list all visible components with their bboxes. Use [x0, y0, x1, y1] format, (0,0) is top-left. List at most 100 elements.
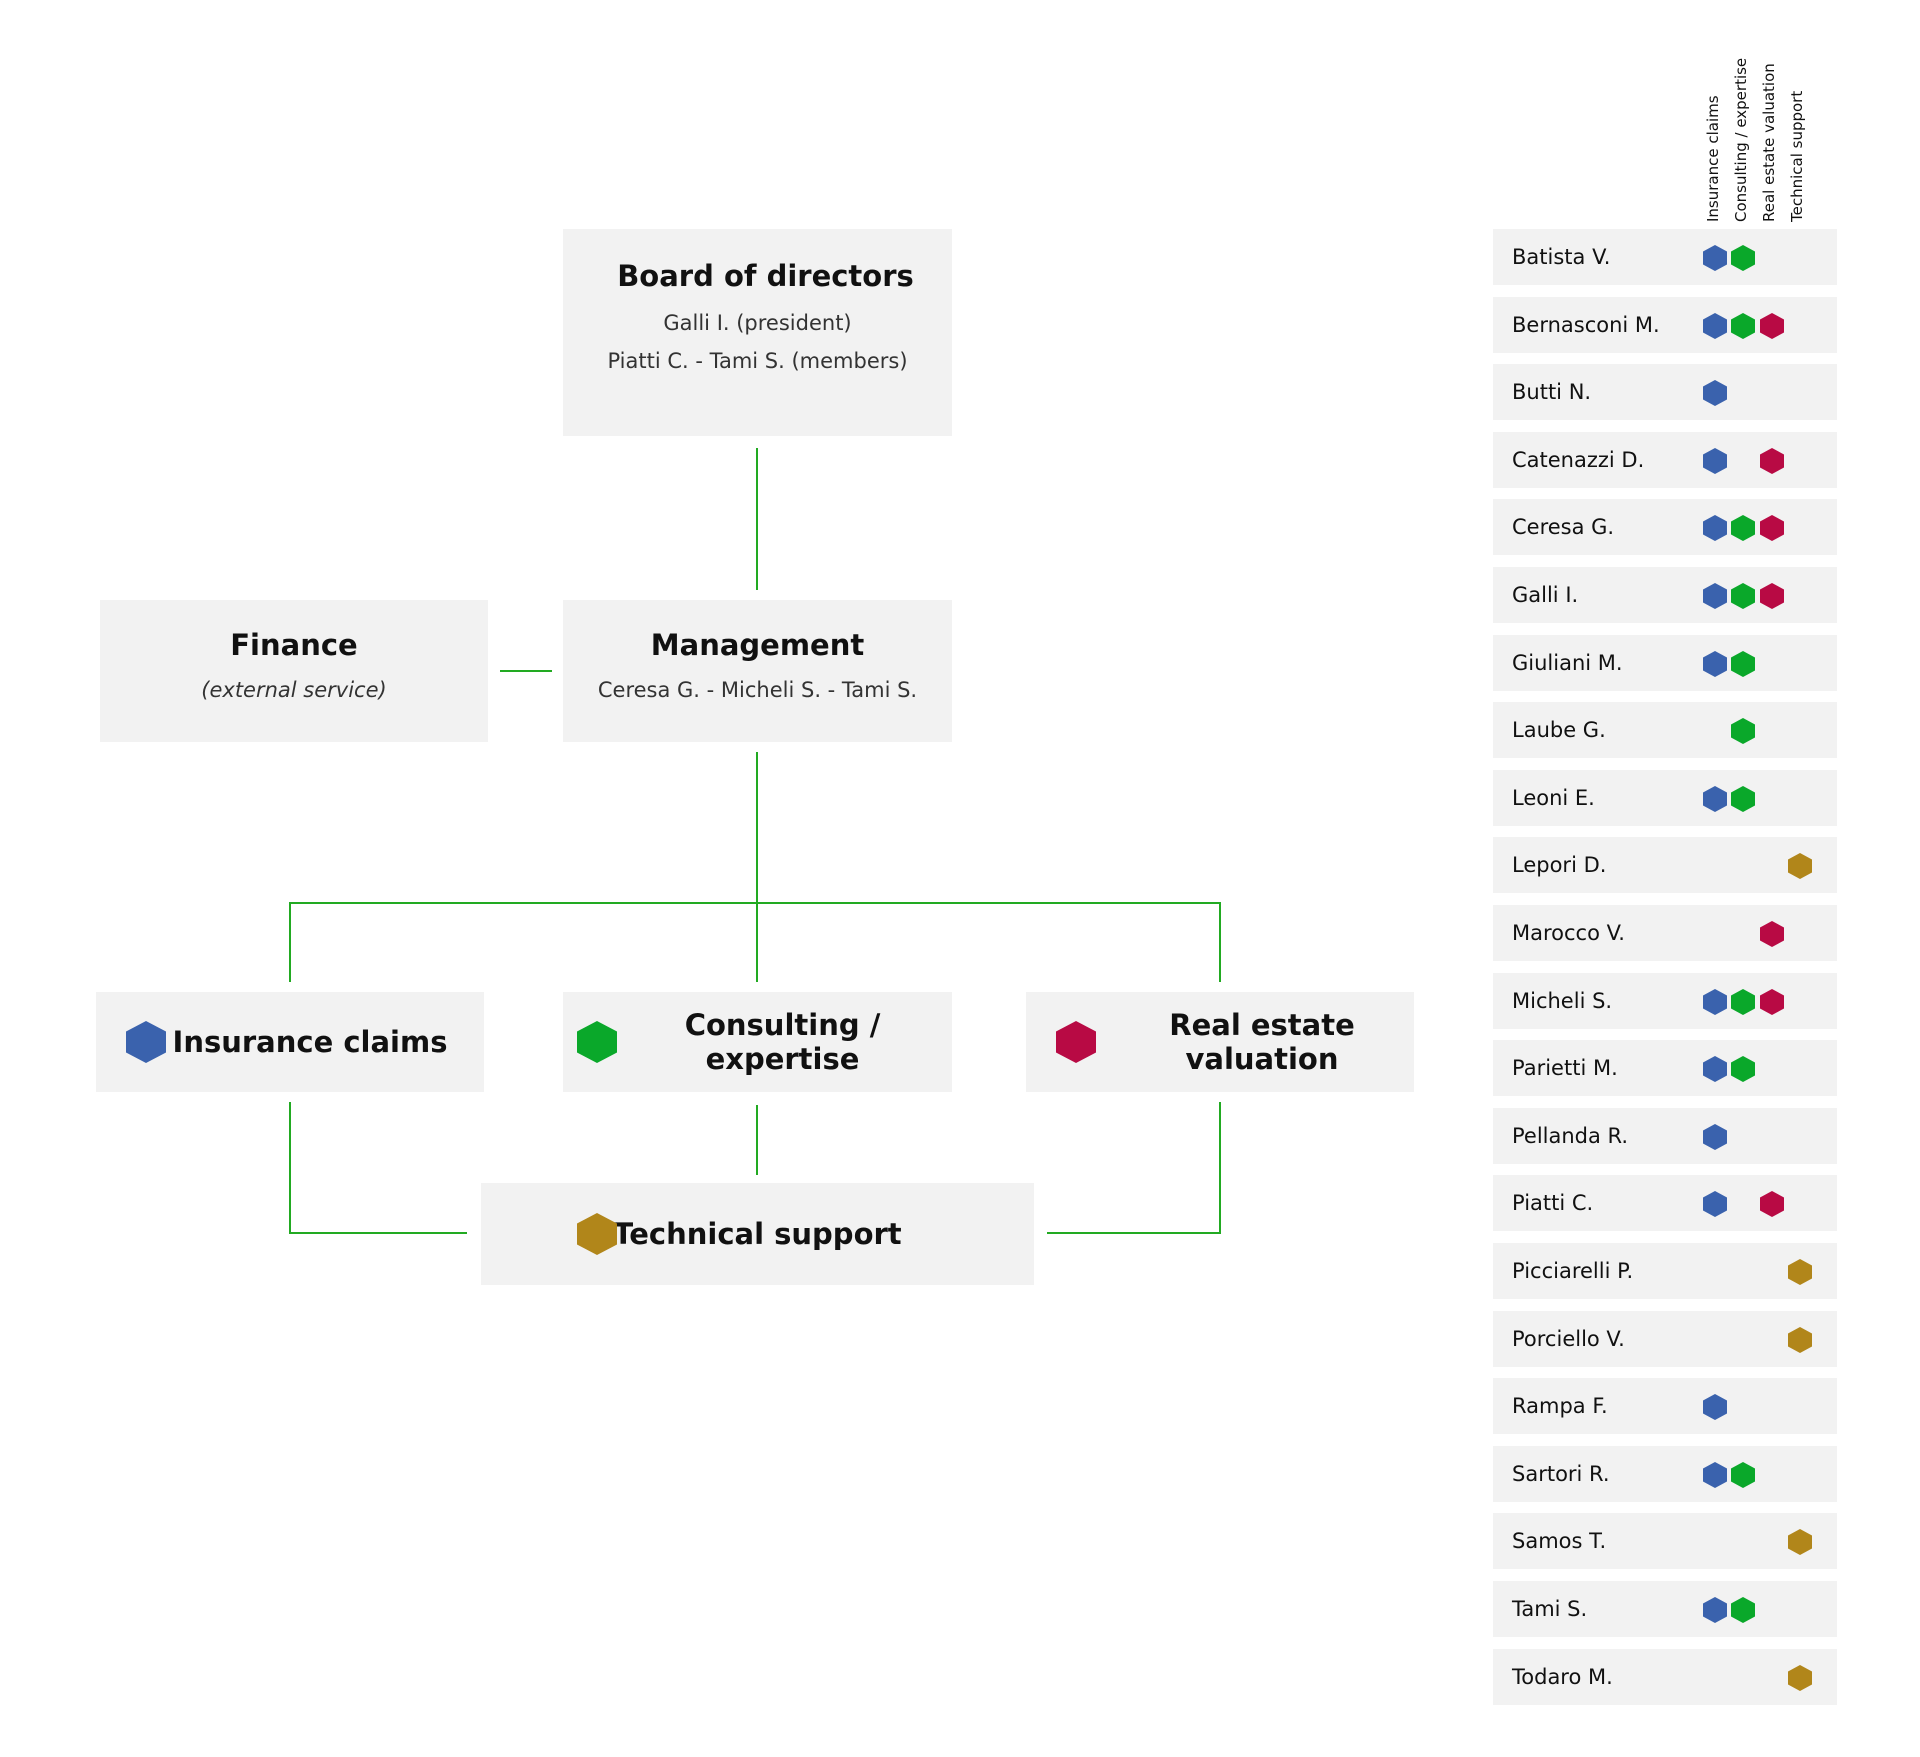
connector-realestate-technical — [1047, 1232, 1221, 1234]
blue-hexagon-icon — [1703, 651, 1727, 677]
board-title: Board of directors — [617, 259, 914, 293]
blue-hexagon-icon — [1703, 313, 1727, 339]
technical-support-box: Technical support — [481, 1183, 1034, 1285]
person-row: Sartori R. — [1493, 1446, 1837, 1502]
person-name: Giuliani M. — [1512, 651, 1623, 675]
person-row: Lepori D. — [1493, 837, 1837, 893]
red-hexagon-icon — [1760, 313, 1784, 339]
blue-hexagon-icon — [1703, 1462, 1727, 1488]
connector-consulting-technical — [756, 1105, 758, 1175]
person-row: Leoni E. — [1493, 770, 1837, 826]
green-hexagon-icon — [1731, 1597, 1755, 1623]
person-row: Marocco V. — [1493, 905, 1837, 961]
person-row: Tami S. — [1493, 1581, 1837, 1637]
person-name: Lepori D. — [1512, 853, 1607, 877]
matrix-column-header: Technical support — [1788, 90, 1806, 222]
person-row: Picciarelli P. — [1493, 1243, 1837, 1299]
consulting-expertise-label: Consulting / expertise — [684, 1008, 881, 1076]
gold-hexagon-icon — [1788, 1529, 1812, 1555]
person-name: Galli I. — [1512, 583, 1579, 607]
person-name: Laube G. — [1512, 718, 1606, 742]
connector-horizontal-bus — [289, 902, 1221, 904]
person-row: Pellanda R. — [1493, 1108, 1837, 1164]
blue-hexagon-icon — [1703, 1056, 1727, 1082]
blue-hexagon-icon — [1703, 448, 1727, 474]
board-of-directors-box: Board of directors Galli I. (president) … — [563, 229, 952, 436]
green-hexagon-icon — [1731, 245, 1755, 271]
person-name: Bernasconi M. — [1512, 313, 1660, 337]
person-name: Todaro M. — [1512, 1665, 1613, 1689]
person-row: Laube G. — [1493, 702, 1837, 758]
blue-hexagon-icon — [1703, 245, 1727, 271]
management-members: Ceresa G. - Micheli S. - Tami S. — [597, 678, 918, 702]
person-name: Rampa F. — [1512, 1394, 1608, 1418]
blue-hexagon-icon — [1703, 515, 1727, 541]
green-hexagon-icon — [1731, 583, 1755, 609]
real-estate-valuation-label: Real estate valuation — [1169, 1008, 1355, 1076]
gold-hexagon-icon — [577, 1213, 617, 1255]
person-name: Samos T. — [1512, 1529, 1607, 1553]
person-row: Micheli S. — [1493, 973, 1837, 1029]
red-hexagon-icon — [1760, 921, 1784, 947]
person-row: Samos T. — [1493, 1513, 1837, 1569]
person-name: Micheli S. — [1512, 989, 1613, 1013]
person-row: Butti N. — [1493, 364, 1837, 420]
person-row: Piatti C. — [1493, 1175, 1837, 1231]
person-row: Porciello V. — [1493, 1311, 1837, 1367]
red-hexagon-icon — [1760, 515, 1784, 541]
person-row: Batista V. — [1493, 229, 1837, 285]
red-hexagon-icon — [1760, 989, 1784, 1015]
person-row: Giuliani M. — [1493, 635, 1837, 691]
person-row: Parietti M. — [1493, 1040, 1837, 1096]
matrix-column-header: Real estate valuation — [1760, 63, 1778, 222]
person-row: Catenazzi D. — [1493, 432, 1837, 488]
red-hexagon-icon — [1056, 1021, 1096, 1063]
technical-support-label: Technical support — [613, 1217, 902, 1251]
insurance-claims-label: Insurance claims — [172, 1025, 448, 1059]
blue-hexagon-icon — [1703, 1124, 1727, 1150]
connector-insurance-technical — [289, 1232, 467, 1234]
gold-hexagon-icon — [1788, 1665, 1812, 1691]
real-estate-valuation-box: Real estate valuation — [1026, 992, 1414, 1092]
connector-bus-insurance — [289, 902, 291, 982]
blue-hexagon-icon — [1703, 786, 1727, 812]
connector-realestate-down — [1219, 1102, 1221, 1234]
blue-hexagon-icon — [1703, 583, 1727, 609]
green-hexagon-icon — [1731, 718, 1755, 744]
connector-bus-realestate — [1219, 902, 1221, 982]
blue-hexagon-icon — [1703, 1597, 1727, 1623]
blue-hexagon-icon — [1703, 989, 1727, 1015]
red-hexagon-icon — [1760, 1191, 1784, 1217]
connector-board-management — [756, 448, 758, 590]
green-hexagon-icon — [1731, 786, 1755, 812]
gold-hexagon-icon — [1788, 1327, 1812, 1353]
green-hexagon-icon — [1731, 989, 1755, 1015]
person-name: Sartori R. — [1512, 1462, 1610, 1486]
person-name: Catenazzi D. — [1512, 448, 1645, 472]
person-name: Leoni E. — [1512, 786, 1595, 810]
person-name: Parietti M. — [1512, 1056, 1618, 1080]
person-row: Todaro M. — [1493, 1649, 1837, 1705]
person-name: Marocco V. — [1512, 921, 1625, 945]
consulting-expertise-box: Consulting / expertise — [563, 992, 952, 1092]
board-president: Galli I. (president) — [663, 311, 852, 335]
person-row: Bernasconi M. — [1493, 297, 1837, 353]
blue-hexagon-icon — [1703, 1394, 1727, 1420]
connector-insurance-down — [289, 1102, 291, 1234]
person-row: Rampa F. — [1493, 1378, 1837, 1434]
green-hexagon-icon — [1731, 651, 1755, 677]
gold-hexagon-icon — [1788, 1259, 1812, 1285]
green-hexagon-icon — [1731, 1462, 1755, 1488]
management-title: Management — [650, 628, 865, 662]
green-hexagon-icon — [1731, 313, 1755, 339]
person-name: Piatti C. — [1512, 1191, 1594, 1215]
blue-hexagon-icon — [1703, 1191, 1727, 1217]
person-name: Picciarelli P. — [1512, 1259, 1634, 1283]
gold-hexagon-icon — [1788, 853, 1812, 879]
green-hexagon-icon — [1731, 515, 1755, 541]
person-name: Batista V. — [1512, 245, 1611, 269]
person-name: Ceresa G. — [1512, 515, 1615, 539]
person-name: Pellanda R. — [1512, 1124, 1629, 1148]
green-hexagon-icon — [1731, 1056, 1755, 1082]
connector-management-down — [756, 752, 758, 982]
